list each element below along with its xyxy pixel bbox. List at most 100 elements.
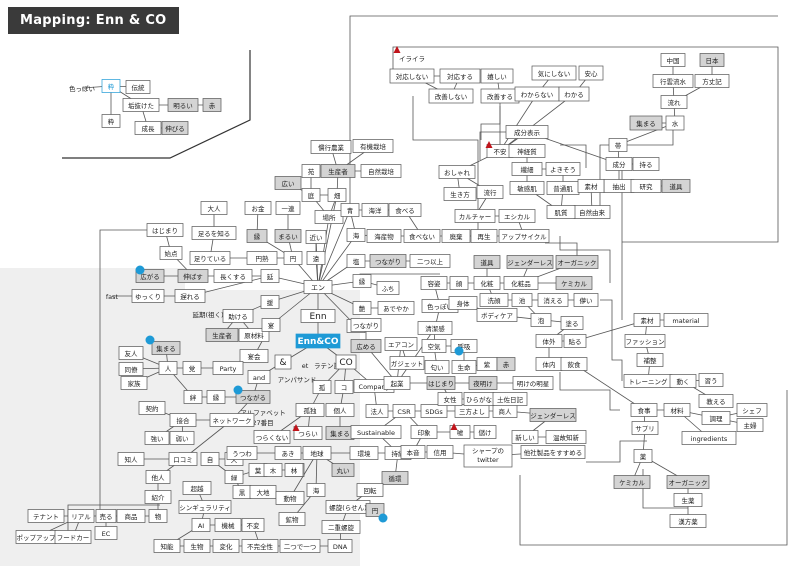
inset-frame-line (62, 50, 251, 159)
node-label: 化粧 (481, 279, 495, 288)
node-label: おしゃれ (444, 169, 471, 177)
node-label: つらい (298, 430, 318, 438)
node-label: 清潔感 (425, 324, 445, 333)
node-label: 他人 (152, 473, 166, 482)
node-label: DNA (333, 543, 348, 551)
node-box (410, 425, 438, 439)
node-en_circle: 円 (283, 251, 303, 265)
node-box (144, 431, 170, 445)
node-label: 敏感肌 (517, 184, 537, 193)
node-otona: 大人 (200, 201, 228, 215)
node-seiketsu: 清潔感 (417, 321, 453, 335)
node-label: 研究 (640, 182, 654, 191)
node-box (303, 280, 333, 294)
node-box (505, 125, 549, 139)
node-box (558, 86, 590, 102)
node-box (247, 370, 271, 384)
node-seisansha1: 生産者 (320, 164, 356, 178)
node-irairа: イライラ (399, 55, 425, 63)
node-yowai: 弱い (169, 431, 195, 445)
node-label: Company (359, 383, 390, 391)
node-en_circle2: 円 (365, 503, 385, 517)
node-ichiren: 一連 (275, 201, 301, 215)
node-box (200, 201, 228, 215)
node-box (174, 289, 206, 303)
node-box (120, 376, 148, 390)
node-kenkyu: 研究 (630, 179, 662, 193)
node-fuchi: ふち (376, 281, 400, 295)
node-label: あでやか (383, 305, 409, 313)
node-atsumaru: 集まる (629, 115, 663, 131)
node-label: 知能 (161, 542, 175, 551)
node-box (428, 88, 474, 104)
node-material: material (663, 313, 709, 327)
node-label: 不安 (494, 147, 508, 156)
blue-dot-marker (135, 265, 145, 275)
node-box (496, 357, 516, 371)
node-label: ケミカル (619, 479, 645, 487)
node-shizensaibai: 自然栽培 (360, 164, 402, 178)
node-label: Enn&CO (297, 337, 338, 347)
connector-line (317, 209, 351, 288)
node-box (331, 463, 355, 477)
node-label: & (279, 358, 286, 368)
red-triangle-marker (292, 424, 300, 431)
node-kane: 縁 (246, 229, 268, 243)
node-haru: 貼る (563, 334, 587, 348)
node-label: 赤 (209, 102, 216, 110)
node-box (498, 209, 536, 223)
node-box (246, 251, 278, 265)
node-box (352, 139, 394, 153)
routing-line (480, 106, 501, 140)
node-box (376, 281, 400, 295)
node-upcycle: アップサイクル (498, 229, 550, 243)
node-label: 二つで一つ (284, 543, 317, 551)
node-nobasu: 伸ばす (177, 269, 209, 283)
node-box (153, 539, 181, 553)
node-label: わからない (521, 91, 554, 99)
node-nobiru: 伸びる (161, 121, 189, 135)
node-label: 生き方 (450, 190, 470, 199)
node-label: 党 (189, 364, 196, 373)
node-box (182, 481, 212, 495)
node-supply: サプリ (631, 421, 659, 435)
node-box (555, 276, 593, 290)
node-label: CSR (397, 408, 411, 416)
node-hatake: 畑 (327, 188, 347, 202)
node-box (512, 376, 554, 390)
node-kaiko: 宴会 (239, 349, 269, 363)
node-label: つながり (375, 257, 401, 266)
node-taigai: 体外 (535, 334, 563, 348)
node-ike: 池 (511, 293, 533, 307)
node-nihon: 日本 (699, 53, 725, 67)
node-junkan: 循環 (381, 471, 409, 485)
node-ashita: 明けの明星 (512, 376, 554, 390)
node-box (377, 301, 415, 315)
node-box (168, 452, 198, 466)
node-label: 日本 (706, 56, 720, 65)
node-box (261, 318, 281, 332)
node-kobutsu: 鉱物 (278, 512, 306, 526)
node-tarumoshiru: 足るを知る (191, 226, 237, 240)
node-niwa: 庭 (301, 188, 321, 202)
node-label: 孤 (319, 383, 326, 392)
node-label: 自然栽培 (368, 167, 395, 176)
node-ampersand: アンパサンド (278, 376, 317, 384)
node-box (279, 539, 321, 553)
node-box (101, 79, 121, 93)
node-box (284, 463, 304, 477)
node-ko1: 孤 (312, 380, 332, 394)
node-box (665, 115, 685, 131)
node-box (699, 53, 725, 67)
node-box (545, 162, 581, 176)
node-en_en5: 援 (260, 295, 280, 309)
node-label: 葉 (255, 466, 262, 475)
node-box (300, 309, 336, 323)
node-hayashi: 林 (284, 463, 304, 477)
node-label: 他社製品をすすめる (524, 448, 583, 457)
node-aki: あき (274, 446, 302, 460)
node-label: はじまり (428, 380, 454, 388)
node-body: ボディケア (476, 308, 518, 322)
node-wakaru: わかる (558, 86, 590, 102)
node-box (660, 95, 688, 109)
